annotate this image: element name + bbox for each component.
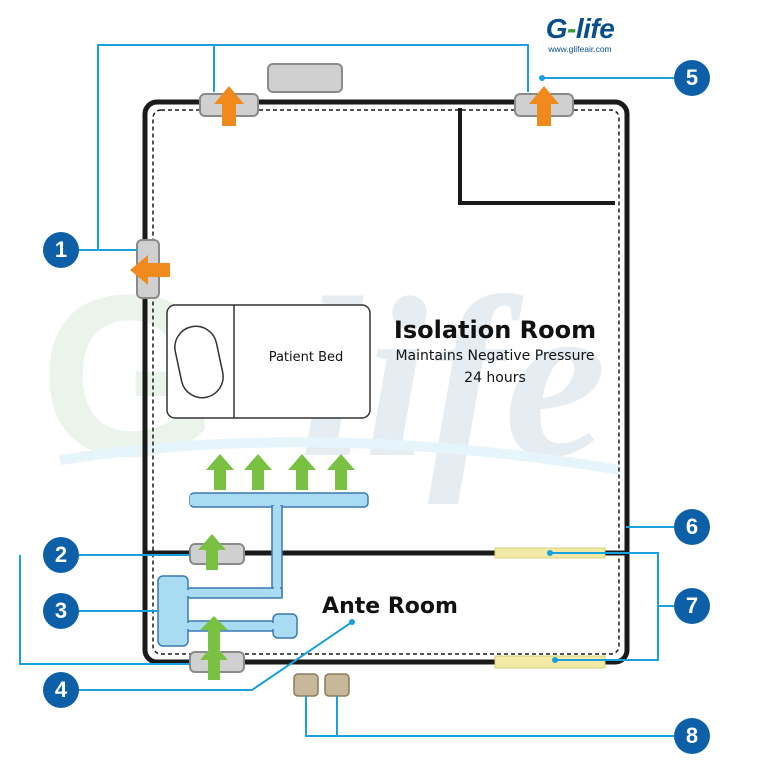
supply-arrow (200, 616, 228, 650)
transfer-arrow-outer (200, 644, 228, 680)
callout-4: 4 (43, 672, 79, 708)
supply-arrow (206, 454, 234, 490)
patient-bed-label: Patient Bed (268, 350, 344, 365)
brand-url: www.glifeair.com (548, 44, 612, 54)
supply-arrow (327, 454, 355, 490)
leader-line-8 (305, 696, 674, 737)
leader-lines (19, 44, 674, 737)
pillow-icon (174, 325, 224, 399)
exhaust-arrow-wall (130, 255, 170, 285)
callout-3: 3 (43, 593, 79, 629)
pressure-sensor-left (293, 673, 319, 697)
exhaust-arrow-left (214, 86, 244, 126)
supply-arrow (244, 454, 272, 490)
callout-2: 2 (43, 537, 79, 573)
callout-5: 5 (674, 60, 710, 96)
leader-line-2b (19, 555, 190, 665)
callout-1: 1 (43, 232, 79, 268)
isolation-room-subtitle-line2: 24 hours (464, 370, 526, 386)
door-seal-outer (494, 655, 606, 669)
isolation-room-subtitle-line1: Maintains Negative Pressure (395, 348, 595, 364)
leader-line-4 (78, 621, 353, 691)
supply-unit (157, 575, 189, 647)
ante-room-title: Ante Room (322, 594, 458, 619)
pressure-boundary (152, 109, 620, 655)
callout-8: 8 (674, 718, 710, 754)
exhaust-arrow-right (529, 86, 559, 126)
pressure-sensor-right (324, 673, 350, 697)
bathroom-wall (458, 108, 615, 205)
brand-logo-text: G-life (545, 13, 615, 44)
watermark-swoosh (59, 437, 621, 475)
callout-7: 7 (674, 588, 710, 624)
leader-dots (349, 75, 558, 663)
leader-line-7 (550, 552, 659, 661)
outer-wall (142, 99, 630, 665)
supply-arrow (288, 454, 316, 490)
callout-6: 6 (674, 509, 710, 545)
leader-line-1 (78, 44, 529, 251)
supply-duct (157, 492, 369, 647)
air-handling-unit (267, 63, 343, 93)
transfer-arrow-inner (198, 534, 226, 570)
brand-logo: G-life www.glifeair.com (520, 13, 640, 55)
supply-arrows (200, 454, 355, 650)
isolation-room-title: Isolation Room (393, 316, 597, 344)
